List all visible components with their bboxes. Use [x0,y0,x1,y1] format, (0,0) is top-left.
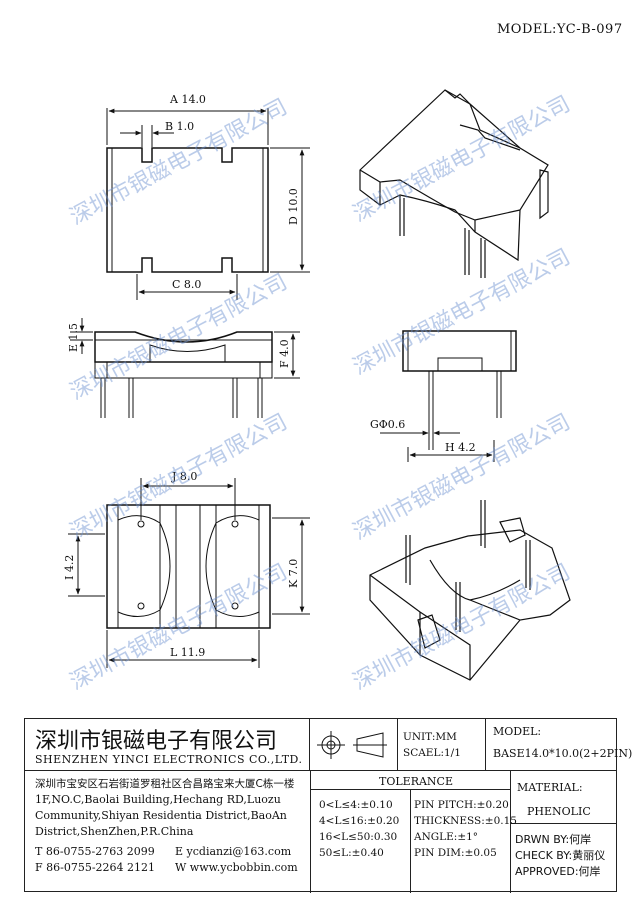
watermark: 深圳市银磁电子有限公司 [349,92,574,228]
dim-g: GΦ0.6 [370,418,405,431]
side-view [380,330,517,462]
tolerance-title: TOLERANCE [379,775,453,788]
top-view [106,108,310,300]
tolerance-right-2: THICKNESS:±0.15 [414,815,517,827]
model-box-value: BASE14.0*10.0(2+2PIN) [493,747,633,760]
tolerance-right-4: PIN DIM:±0.05 [414,847,497,859]
fax: F 86-0755-2264 2121 [35,861,156,874]
model-box-label: MODEL: [493,725,542,738]
email: E ycdianzi@163.com [175,845,292,858]
watermark: 深圳市银磁电子有限公司 [66,410,291,546]
dim-j: J 8.0 [171,470,197,483]
bottom-view [68,478,310,668]
material-value: PHENOLIC [527,805,591,818]
checked-by: CHECK BY:黄丽仪 [515,849,606,862]
company-name-en: SHENZHEN YINCI ELECTRONICS CO.,LTD. [35,753,303,766]
watermark: 深圳市银磁电子有限公司 [349,560,574,696]
title-block: 深圳市银磁电子有限公司 SHENZHEN YINCI ELECTRONICS C… [24,718,632,893]
model-label: MODEL:YC-B-097 [497,22,623,37]
dim-l: L 11.9 [170,646,205,659]
tolerance-left-1: 0<L≤4:±0.10 [319,799,393,811]
watermark: 深圳市银磁电子有限公司 [66,95,291,231]
scale: SCAEL:1/1 [403,747,461,759]
dim-b: B 1.0 [165,120,194,133]
tel: T 86-0755-2763 2099 [35,845,155,858]
dim-a: A 14.0 [169,93,206,106]
front-view [70,318,300,418]
company-name-cn: 深圳市银磁电子有限公司 [35,729,278,754]
web: W www.ycbobbin.com [175,861,298,874]
tolerance-left-2: 4<L≤16:±0.20 [319,815,400,827]
projection-symbol-icon [317,731,387,759]
tolerance-left-3: 16<L≤50:0.30 [319,831,398,843]
dim-f: F 4.0 [278,339,291,368]
dim-d: D 10.0 [287,188,300,225]
material-label: MATERIAL: [517,781,583,794]
dim-i: I 4.2 [63,555,76,580]
dim-h: H 4.2 [445,441,476,454]
tolerance-left-4: 50≤L:±0.40 [319,847,384,859]
isometric-view-top [359,89,549,278]
address-en-2: Community,Shiyan Residentia District,Bao… [35,809,287,822]
watermark: 深圳市银磁电子有限公司 [349,245,574,381]
tolerance-right-1: PIN PITCH:±0.20 [414,799,509,811]
address-en-1: 1F,NO.C,Baolai Building,Hechang RD,Luozu [35,793,281,806]
dim-e: E 1.5 [67,323,80,352]
drawn-by: DRWN BY:何岸 [515,833,592,846]
tolerance-right-3: ANGLE:±1° [414,831,479,843]
address-cn: 深圳市宝安区石岩街道罗租社区合昌路宝来大厦C栋一楼 [35,778,295,790]
dim-c: C 8.0 [172,278,201,291]
dim-k: K 7.0 [287,559,300,588]
approved-by: APPROVED:何岸 [515,865,601,878]
isometric-view-bottom [369,500,571,681]
address-en-3: District,ShenZhen,P.R.China [35,825,194,838]
unit: UNIT:MM [403,731,457,743]
